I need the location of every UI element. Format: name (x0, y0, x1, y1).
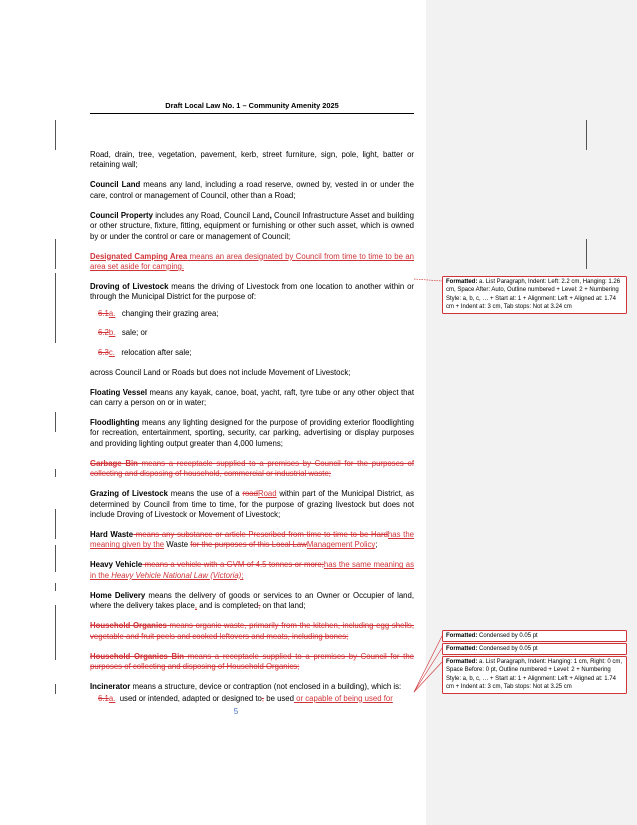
change-bar (55, 684, 56, 694)
term: Council Property (90, 210, 153, 220)
term: Hard Waste (90, 530, 134, 540)
term: Household Organics (90, 621, 167, 631)
droving-continuation: across Council Land or Roads but does no… (90, 367, 351, 377)
change-bar (55, 509, 56, 539)
definition-hard-waste: Hard Waste means any substance or articl… (90, 530, 414, 550)
comment-balloon[interactable]: Formatted: a. List Paragraph, Indent: Le… (442, 276, 627, 314)
term: Floating Vessel (90, 387, 148, 397)
definition-home-delivery: Home Delivery means the delivery of good… (90, 590, 415, 611)
change-bar (55, 545, 56, 572)
term: Droving of Livestock (90, 282, 169, 292)
change-bar (586, 239, 587, 269)
change-bar (55, 583, 56, 591)
definition-council-property: Council Property includes any Road, Coun… (90, 210, 414, 241)
definition-incinerator: Incinerator means a structure, device or… (90, 682, 402, 692)
definition-household-organics-bin: Household Organics Bin means a receptacl… (90, 651, 414, 672)
definition-garbage-bin: Garbage Bin means a receptacle supplied … (90, 458, 415, 479)
comment-balloon[interactable]: Formatted: a. List Paragraph, Indent: Ha… (442, 656, 627, 694)
change-bar (55, 120, 56, 150)
definition-council-land: Council Land means any land, including a… (90, 180, 414, 200)
change-bar (55, 605, 56, 660)
list-item: 6.1a. changing their grazing area; (98, 308, 219, 318)
term: Home Delivery (90, 590, 146, 600)
term: Grazing of Livestock (90, 489, 168, 499)
term: Household Organics Bin (90, 651, 185, 661)
term: Garbage Bin (90, 458, 138, 468)
droving-list: 6.1a. changing their grazing area; 6.2b.… (90, 309, 414, 359)
term: Designated Camping Area (90, 251, 188, 261)
definition-grazing-of-livestock: Grazing of Livestock means the use of a … (90, 489, 414, 520)
term: Incinerator (90, 682, 131, 692)
term: Heavy Vehicle (90, 560, 143, 570)
definition-road-continued: Road, drain, tree, vegetation, pavement,… (90, 150, 414, 170)
list-item: 6.3c. relocation after sale; (98, 348, 192, 358)
document-body: Road, drain, tree, vegetation, pavement,… (90, 150, 414, 704)
comment-balloon[interactable]: Formatted: Condensed by 0.05 pt (442, 630, 627, 643)
definition-floating-vessel: Floating Vessel means any kayak, canoe, … (90, 387, 415, 408)
definition-designated-camping-area: Designated Camping Area means an area de… (90, 251, 414, 272)
change-bar (55, 412, 56, 432)
change-bar (55, 469, 56, 477)
page-header: Draft Local Law No. 1 – Community Amenit… (165, 101, 339, 110)
comment-balloon[interactable]: Formatted: Condensed by 0.05 pt (442, 643, 627, 656)
definition-droving-of-livestock: Droving of Livestock means the driving o… (90, 282, 415, 302)
change-bar (586, 120, 587, 150)
term: Floodlighting (90, 418, 140, 428)
definition-heavy-vehicle: Heavy Vehicle means a vehicle with a GVM… (90, 560, 414, 580)
incinerator-list-item: 6.1a. used or intended, adapted or desig… (98, 693, 393, 703)
list-item: 6.2b. sale; or (98, 328, 148, 338)
header-rule (90, 113, 414, 114)
definition-floodlighting: Floodlighting means any lighting designe… (90, 418, 414, 448)
definition-household-organics: Household Organics means organic waste, … (90, 621, 414, 641)
term: Council Land (90, 180, 141, 190)
change-bar (55, 273, 56, 343)
change-bar (55, 239, 56, 269)
page-number: 5 (233, 707, 239, 716)
